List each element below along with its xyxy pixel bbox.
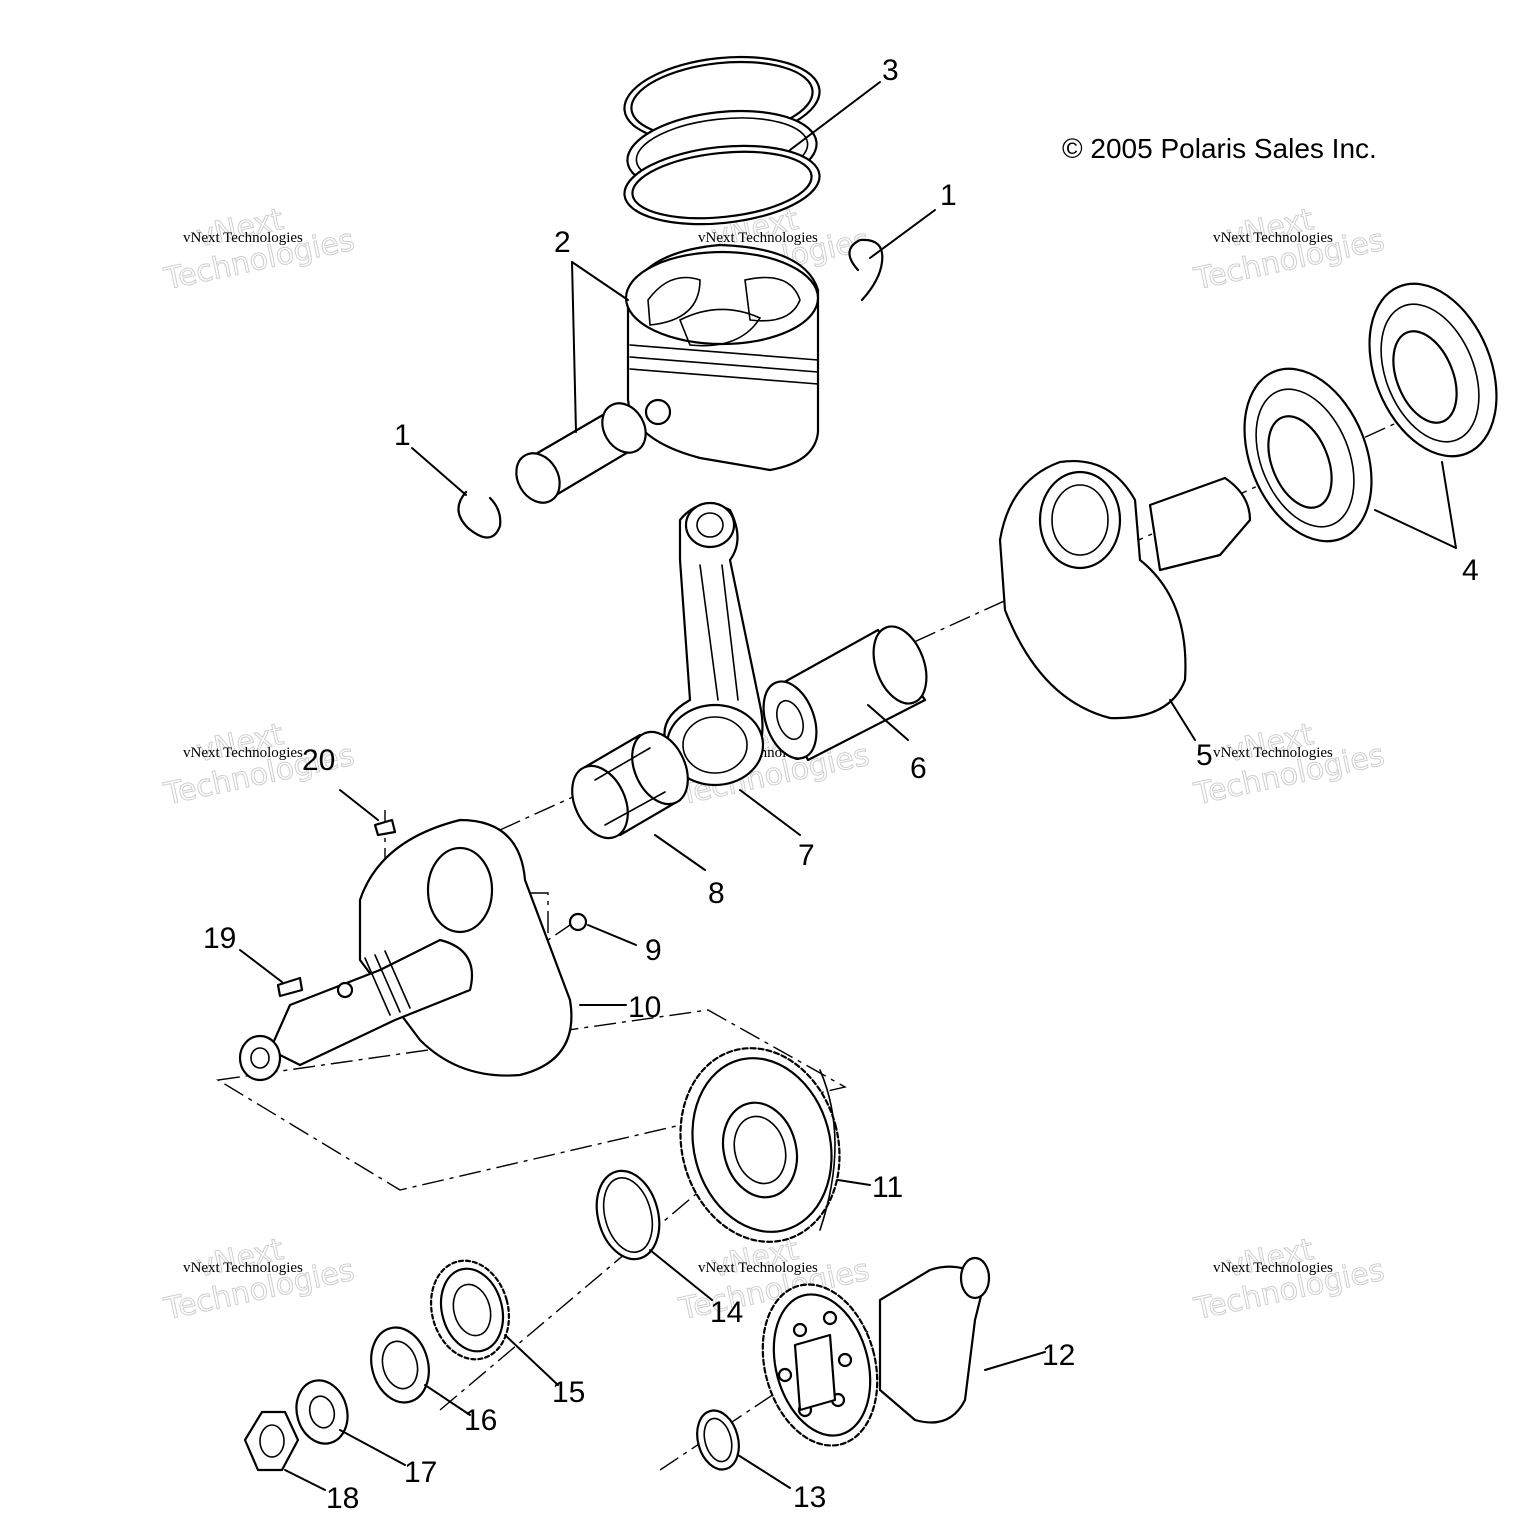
callout-8: 8 [708, 877, 725, 910]
circlip-left [457, 490, 502, 539]
callout-1-left: 1 [394, 419, 411, 452]
washer-13 [696, 1409, 740, 1471]
watermark-line2: vNext Technologies [183, 230, 303, 246]
piston-pin [515, 402, 647, 504]
watermark-line2: vNext Technologies [698, 230, 818, 246]
callout-labels: 3 2 1 1 4 5 6 7 8 9 10 20 19 11 12 13 14… [203, 54, 1479, 1515]
connecting-rod [663, 501, 765, 787]
callout-4: 4 [1462, 554, 1479, 587]
callout-11: 11 [872, 1171, 903, 1204]
main-bearing-inner [1243, 367, 1373, 543]
woodruff-key-19 [276, 976, 304, 998]
callout-5: 5 [1196, 739, 1213, 772]
needle-bearing [571, 730, 689, 840]
callout-9: 9 [645, 934, 662, 967]
callout-16: 16 [464, 1404, 497, 1437]
washer-17 [295, 1379, 349, 1445]
callout-17: 17 [404, 1456, 437, 1489]
callout-2: 2 [554, 226, 571, 259]
callout-1-right: 1 [940, 179, 957, 212]
callout-14: 14 [710, 1296, 743, 1329]
piston [624, 243, 820, 472]
crank-pin [762, 625, 928, 762]
crankshaft-right-half [998, 460, 1252, 720]
callout-20: 20 [302, 744, 335, 777]
lock-nut-16 [370, 1326, 430, 1404]
callout-13: 13 [793, 1481, 826, 1514]
balance-shaft [761, 1256, 991, 1447]
callout-12: 12 [1042, 1339, 1075, 1372]
watermark-line1: vNext [1224, 717, 1317, 770]
watermark-line2: vNext Technologies [183, 745, 303, 761]
nut-18 [243, 1410, 300, 1472]
watermark-line2: vNext Technologies [698, 1260, 818, 1276]
crank-gear [679, 1047, 841, 1243]
main-bearing-outer [1368, 282, 1498, 458]
ball-9 [568, 912, 588, 932]
callout-6: 6 [910, 752, 927, 785]
watermark-line2: vNext Technologies [1213, 1260, 1333, 1276]
sprocket-15 [429, 1259, 511, 1361]
callout-10: 10 [628, 991, 661, 1024]
woodruff-key-20 [373, 818, 397, 837]
leader-lines [239, 81, 1457, 1491]
circlip-right [848, 238, 884, 302]
watermark-line2: vNext Technologies [1213, 230, 1333, 246]
piston-rings [623, 55, 821, 226]
callout-7: 7 [798, 839, 815, 872]
crankshaft-left-half [238, 818, 573, 1082]
callout-15: 15 [552, 1376, 585, 1409]
thrust-washer-14 [595, 1169, 661, 1261]
callout-3: 3 [882, 54, 899, 87]
copyright-notice: © 2005 Polaris Sales Inc. [1062, 133, 1377, 164]
watermark-line2: vNext Technologies [183, 1260, 303, 1276]
callout-18: 18 [326, 1482, 359, 1515]
callout-19: 19 [203, 922, 236, 955]
watermark-line2: vNext Technologies [1213, 745, 1333, 761]
